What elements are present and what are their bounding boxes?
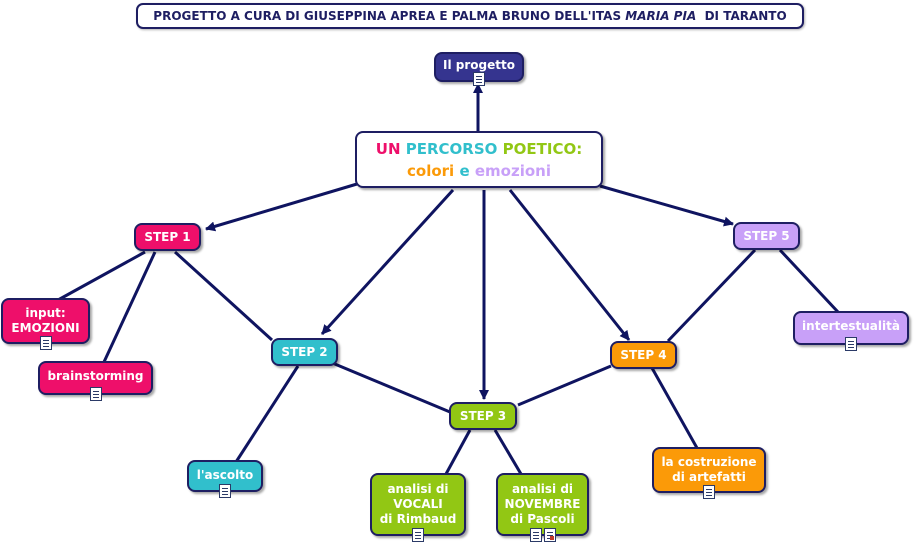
node-step-3[interactable]: STEP 3 (449, 402, 517, 430)
center-word-un: UN (375, 139, 401, 158)
document-icon[interactable] (845, 337, 857, 351)
node-step-1[interactable]: STEP 1 (134, 223, 201, 251)
edge-step5-intertestualita (778, 248, 840, 314)
credits-school-name: MARIA PIA (625, 9, 697, 23)
node-step-2[interactable]: STEP 2 (271, 338, 338, 366)
node-label-line-3: di Pascoli (510, 512, 575, 526)
central-concept-node[interactable]: UN PERCORSO POETICO: colori e emozioni (355, 131, 603, 188)
node-brainstorming[interactable]: brainstorming (38, 361, 153, 401)
center-word-poetico: POETICO: (502, 139, 583, 158)
credits-text: PROGETTO A CURA DI GIUSEPPINA APREA E PA… (153, 9, 626, 23)
document-icon[interactable] (219, 484, 231, 498)
edge-center-step5 (599, 184, 734, 227)
document-icon[interactable] (39, 336, 52, 350)
edge-step2-ascolto (234, 365, 300, 463)
node-label: STEP 5 (743, 228, 790, 243)
edge-step3-vocali (444, 429, 472, 475)
center-word-emozioni: emozioni (474, 161, 551, 180)
edge-center-step2 (320, 188, 455, 336)
node-analisi-vocali[interactable]: analisi di VOCALI di Rimbaud (370, 473, 466, 542)
edge-step1-brainstorming (102, 251, 157, 363)
edge-step5-step4 (666, 248, 757, 343)
edge-step3-novembre (493, 429, 523, 475)
node-intertestualita[interactable]: intertestualità (793, 311, 909, 351)
edge-center-step4 (508, 189, 631, 341)
edge-step4-artefatti (650, 367, 699, 449)
node-label-line-3: di Rimbaud (379, 512, 457, 526)
node-label: intertestualità (802, 319, 900, 333)
document-icon[interactable] (473, 72, 485, 86)
node-label-line-1: input: (25, 306, 66, 320)
node-label: l'ascolto (196, 468, 254, 482)
node-l-ascolto[interactable]: l'ascolto (187, 460, 263, 498)
credits-city: DI TARANTO (696, 9, 787, 23)
node-input-emozioni[interactable]: input: EMOZIONI (1, 298, 90, 350)
node-label-line-1: la costruzione (661, 455, 757, 469)
edge-step1-step2 (173, 250, 274, 342)
node-label: STEP 1 (144, 229, 191, 244)
node-label-line-2: di artefatti (672, 470, 746, 484)
node-costruzione-artefatti[interactable]: la costruzione di artefatti (652, 447, 766, 499)
document-icon[interactable] (529, 528, 542, 542)
node-label: STEP 2 (281, 344, 328, 359)
project-credits-banner: PROGETTO A CURA DI GIUSEPPINA APREA E PA… (136, 3, 804, 29)
center-word-e: e (459, 161, 470, 180)
node-label-line-2: VOCALI (393, 497, 443, 511)
node-label-line-2: EMOZIONI (11, 321, 80, 335)
node-label: STEP 4 (620, 347, 667, 362)
edge-step1-input (57, 250, 146, 302)
document-icon[interactable] (412, 528, 424, 542)
image-document-icon[interactable] (543, 528, 556, 542)
node-label-line-1: analisi di (511, 482, 574, 496)
node-analisi-novembre[interactable]: analisi di NOVEMBRE di Pascoli (496, 473, 589, 542)
center-line-2: colori e emozioni (357, 160, 601, 182)
center-line-1: UN PERCORSO POETICO: (357, 138, 601, 160)
node-label: Il progetto (443, 58, 515, 72)
node-label: STEP 3 (459, 408, 507, 423)
document-icon[interactable] (89, 387, 102, 401)
node-step-4[interactable]: STEP 4 (610, 341, 677, 369)
edge-step4-step3 (517, 364, 612, 407)
node-label-line-2: NOVEMBRE (504, 497, 581, 511)
center-word-percorso: PERCORSO (405, 139, 498, 158)
center-word-colori: colori (407, 161, 455, 180)
edge-center-step1 (205, 182, 358, 232)
document-icon[interactable] (703, 485, 715, 499)
node-label-line-1: analisi di (387, 482, 449, 496)
node-il-progetto[interactable]: Il progetto (434, 52, 524, 86)
node-label: brainstorming (47, 369, 144, 383)
edge-step2-step3 (329, 360, 451, 414)
node-step-5[interactable]: STEP 5 (733, 222, 800, 250)
